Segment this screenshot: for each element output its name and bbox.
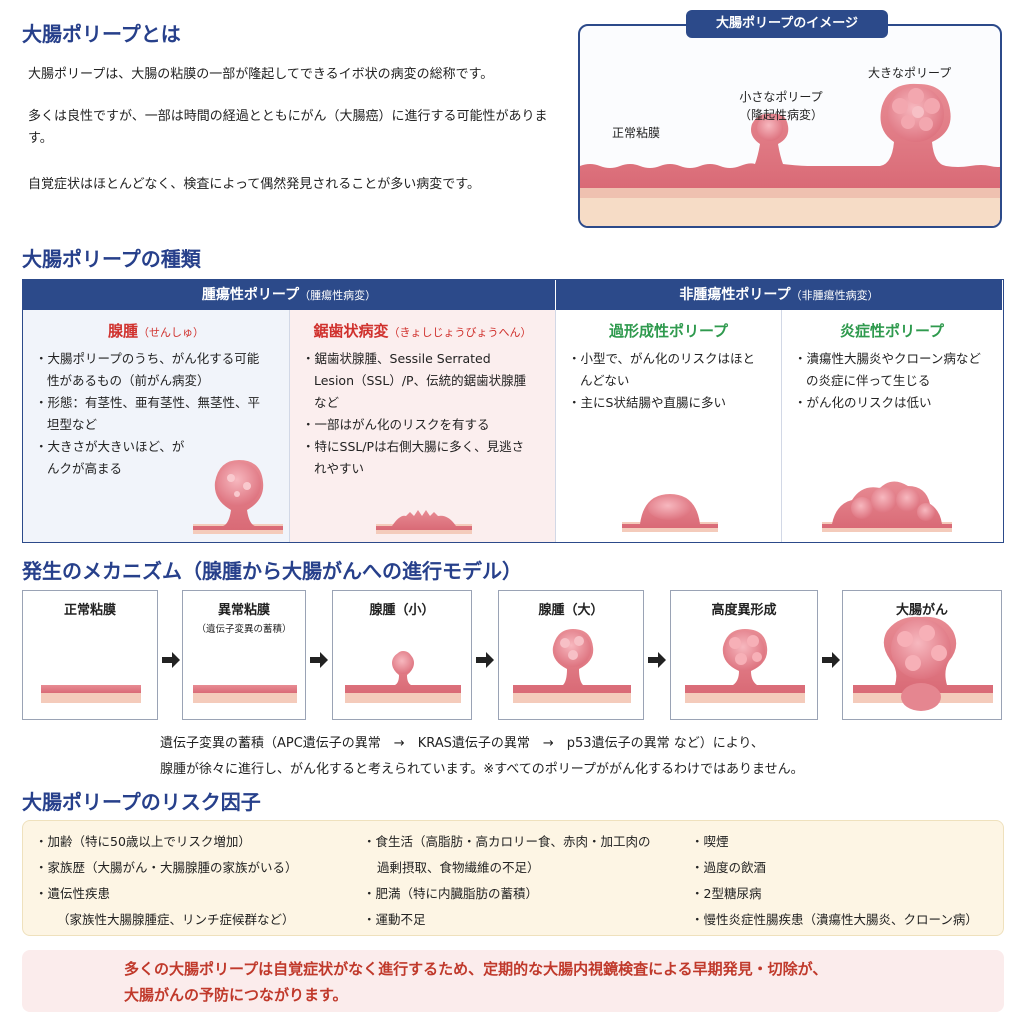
arrow-icon (162, 652, 180, 668)
risk-column-2: 食生活（高脂肪・高カロリー食、赤肉・加工肉の 過剰摂取、食物繊維の不足） 肥満（… (363, 829, 651, 933)
risk-item: 遺伝性疾患 (35, 881, 298, 907)
label-normal-mucosa: 正常粘膜 (612, 126, 661, 140)
stage-adenoma-large: 腺腫（大） (498, 590, 644, 720)
risk-item: 加齢（特に50歳以上でリスク増加） (35, 829, 298, 855)
type-title-serrated: 鋸歯状病変（きょしじょうびょうへん） (313, 322, 532, 340)
tumor-group-header: 腫瘍性ポリープ（腫瘍性病変） (23, 280, 556, 310)
intro-title: 大腸ポリープとは (22, 22, 181, 46)
large-polyp (888, 86, 944, 142)
stage-high-dysplasia: 高度異形成 (670, 590, 818, 720)
mechanism-title: 発生のメカニズム（腺腫から大腸がんへの進行モデル） (22, 559, 522, 583)
adenoma-illustration (193, 460, 283, 534)
intro-paragraph-3: 自覚症状はほとんどなく、検査によって偶然発見されることが多い病変です。 (28, 177, 481, 192)
stage-abnormal: 異常粘膜 （遺伝子変異の蓄積） (182, 590, 306, 720)
hyperplastic-item: 主にS状結腸や直腸に多い (568, 392, 773, 414)
adenoma-item: 大腸ポリープのうち、がん化する可能性があるもの（前がん病変） (35, 348, 263, 392)
arrow-icon (476, 652, 494, 668)
hyperplastic-illustration (622, 494, 718, 532)
conclusion-line-2: 大腸がんの予防につながります。 (124, 986, 348, 1004)
intro-paragraph-1: 大腸ポリープは、大腸の粘膜の一部が隆起してできるイボ状の病変の総称です。 (28, 67, 494, 82)
stage-adenoma-small: 腺腫（小） (332, 590, 472, 720)
label-small-polyp: 小さなポリープ （隆起性病変） (738, 90, 823, 122)
stage-normal: 正常粘膜 (22, 590, 158, 720)
non-tumor-group-header: 非腫瘍性ポリープ（非腫瘍性病変） (556, 280, 1002, 310)
types-title: 大腸ポリープの種類 (22, 247, 201, 271)
risk-item: 家族歴（大腸がん・大腸腺腫の家族がいる） (35, 855, 298, 881)
label-large-polyp: 大きなポリープ (868, 66, 952, 80)
risk-item: 運動不足 (363, 907, 651, 933)
conclusion-line-1: 多くの大腸ポリープは自覚症状がなく進行するため、定期的な大腸内視鏡検査による早期… (124, 960, 828, 978)
adenoma-item: 大きさが大きいほど、がんクが高まる (35, 436, 185, 480)
inflammatory-item: 潰瘍性大腸炎やクローン病などの炎症に伴って生じる (794, 348, 984, 392)
small-polyp (757, 115, 783, 141)
inflammatory-item: がん化のリスクは低い (794, 392, 994, 414)
serrated-item: 一部はがん化のリスクを有する (302, 414, 547, 436)
inflammatory-illustration (822, 481, 952, 532)
arrow-icon (822, 652, 840, 668)
intro-paragraph-2: 多くは良性ですが、一部は時間の経過とともにがん（大腸癌）に進行する可能性がありま… (28, 109, 548, 146)
polyp-image-tab: 大腸ポリープのイメージ (686, 10, 888, 38)
conclusion-box: 多くの大腸ポリープは自覚症状がなく進行するため、定期的な大腸内視鏡検査による早期… (22, 950, 1004, 1012)
risk-column-3: 喫煙 過度の飲酒 2型糖尿病 慢性炎症性腸疾患（潰瘍性大腸炎、クローン病） (691, 829, 978, 933)
arrow-icon (648, 652, 666, 668)
serrated-item: 鋸歯状腺腫、Sessile Serrated Lesion（SSL）/P、伝統的… (302, 348, 528, 414)
serrated-illustration (376, 510, 472, 534)
adenoma-item: 形態：有茎性、亜有茎性、無茎性、平坦型など (35, 392, 263, 436)
risk-item: 喫煙 (691, 829, 978, 855)
stage-cancer: 大腸がん (842, 590, 1002, 720)
type-column-hyperplastic: 過形成性ポリープ 小型で、がん化のリスクはほとんどない 主にS状結腸や直腸に多い (556, 310, 782, 542)
risk-item: 2型糖尿病 (691, 881, 978, 907)
arrow-icon (310, 652, 328, 668)
risk-item: 過剰摂取、食物繊維の不足） (377, 860, 540, 875)
types-table: 腫瘍性ポリープ（腫瘍性病変） 非腫瘍性ポリープ（非腫瘍性病変） 腺腫（せんしゅ）… (22, 279, 1004, 543)
polyp-image-panel (578, 24, 1002, 228)
mechanism-note-1: 遺伝子変異の蓄積（APC遺伝子の異常 → KRAS遺伝子の異常 → p53遺伝子… (160, 736, 764, 751)
risk-item: 食生活（高脂肪・高カロリー食、赤肉・加工肉の (363, 829, 651, 855)
mechanism-note-2: 腺腫が徐々に進行し、がん化すると考えられています。※すべてのポリープががん化する… (160, 762, 804, 777)
risk-factors-panel: 加齢（特に50歳以上でリスク増加） 家族歴（大腸がん・大腸腺腫の家族がいる） 遺… (22, 820, 1004, 936)
risk-item: （家族性大腸腺腫症、リンチ症候群など） (57, 912, 295, 927)
hyperplastic-item: 小型で、がん化のリスクはほとんどない (568, 348, 758, 392)
type-title-inflammatory: 炎症性ポリープ (839, 322, 945, 340)
type-title-hyperplastic: 過形成性ポリープ (608, 322, 729, 340)
type-column-serrated: 鋸歯状病変（きょしじょうびょうへん） 鋸歯状腺腫、Sessile Serrate… (290, 310, 556, 542)
serrated-item: 特にSSL/Pは右側大腸に多く、見逃されやすい (302, 436, 528, 480)
risk-item: 肥満（特に内臓脂肪の蓄積） (363, 881, 651, 907)
risk-column-1: 加齢（特に50歳以上でリスク増加） 家族歴（大腸がん・大腸腺腫の家族がいる） 遺… (35, 829, 298, 933)
risk-title: 大腸ポリープのリスク因子 (22, 790, 261, 814)
risk-item: 慢性炎症性腸疾患（潰瘍性大腸炎、クローン病） (691, 907, 978, 933)
polyp-illustration (580, 83, 1000, 226)
risk-item: 過度の飲酒 (691, 855, 978, 881)
type-column-adenoma: 腺腫（せんしゅ） 大腸ポリープのうち、がん化する可能性があるもの（前がん病変） … (23, 310, 290, 542)
type-title-adenoma: 腺腫（せんしゅ） (107, 322, 204, 340)
type-column-inflammatory: 炎症性ポリープ 潰瘍性大腸炎やクローン病などの炎症に伴って生じる がん化のリスク… (782, 310, 1002, 542)
